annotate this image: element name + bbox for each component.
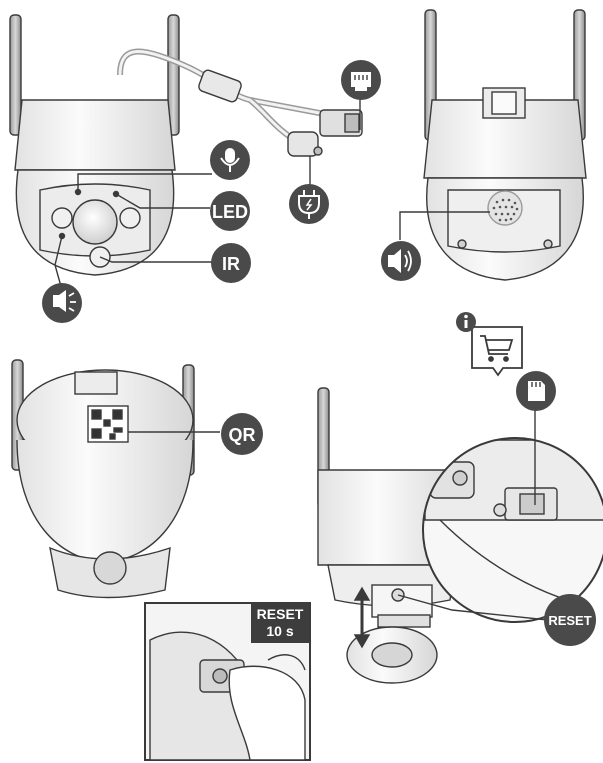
leader-led bbox=[115, 193, 210, 209]
reset-pin-hole bbox=[212, 668, 228, 684]
qr-label: QR bbox=[229, 425, 256, 445]
reset-badge: RESET bbox=[544, 594, 596, 646]
camera-front-view bbox=[9, 14, 363, 291]
sd-card-badge bbox=[516, 371, 556, 411]
led-label: LED bbox=[212, 202, 248, 222]
reset-duration-box: RESET 10 s bbox=[251, 603, 309, 643]
finger-pressing-reset bbox=[228, 665, 306, 761]
microphone-icon bbox=[225, 148, 235, 163]
power-connector bbox=[287, 131, 319, 157]
microphone-badge bbox=[210, 140, 250, 180]
speaker-grille bbox=[487, 190, 523, 226]
qr-badge: QR bbox=[221, 413, 263, 455]
leader-speaker bbox=[399, 211, 490, 240]
speaker-badge bbox=[381, 241, 421, 281]
leader-light-sensor bbox=[54, 235, 63, 291]
ethernet-port-icon bbox=[351, 72, 371, 87]
antenna-right bbox=[167, 14, 180, 136]
qr-code-sticker bbox=[87, 405, 129, 443]
ir-badge: IR bbox=[211, 243, 251, 283]
accessory-cart-callout bbox=[456, 312, 523, 377]
light-sensor-icon bbox=[53, 290, 76, 312]
ir-label: IR bbox=[222, 254, 240, 274]
power-plug-icon bbox=[298, 190, 320, 219]
leader-ir bbox=[99, 256, 212, 263]
reset-label: RESET bbox=[548, 613, 591, 628]
white-led-left bbox=[51, 207, 73, 229]
camera-lens bbox=[72, 199, 118, 245]
camera-back-view bbox=[399, 9, 587, 281]
reset-box-title: RESET bbox=[256, 606, 304, 622]
camera-underside-view bbox=[317, 345, 603, 684]
antenna-left bbox=[9, 14, 22, 136]
leader-microphone bbox=[77, 173, 212, 192]
reset-box-duration: 10 s bbox=[266, 623, 294, 639]
shopping-cart-icon bbox=[480, 335, 514, 362]
ethernet-badge bbox=[341, 60, 381, 100]
camera-top-housing bbox=[14, 99, 176, 171]
camera-back-housing bbox=[423, 99, 587, 179]
led-badge: LED bbox=[210, 191, 250, 231]
white-led-right bbox=[119, 207, 141, 229]
badges: LED IR bbox=[42, 60, 596, 646]
camera-top-view bbox=[11, 359, 220, 599]
speaker-icon bbox=[388, 249, 412, 273]
power-badge bbox=[289, 184, 329, 224]
leader-reset bbox=[397, 594, 549, 621]
light-sensor-badge bbox=[42, 283, 82, 323]
camera-lens-top-view bbox=[93, 551, 127, 585]
reset-inset bbox=[144, 602, 311, 761]
